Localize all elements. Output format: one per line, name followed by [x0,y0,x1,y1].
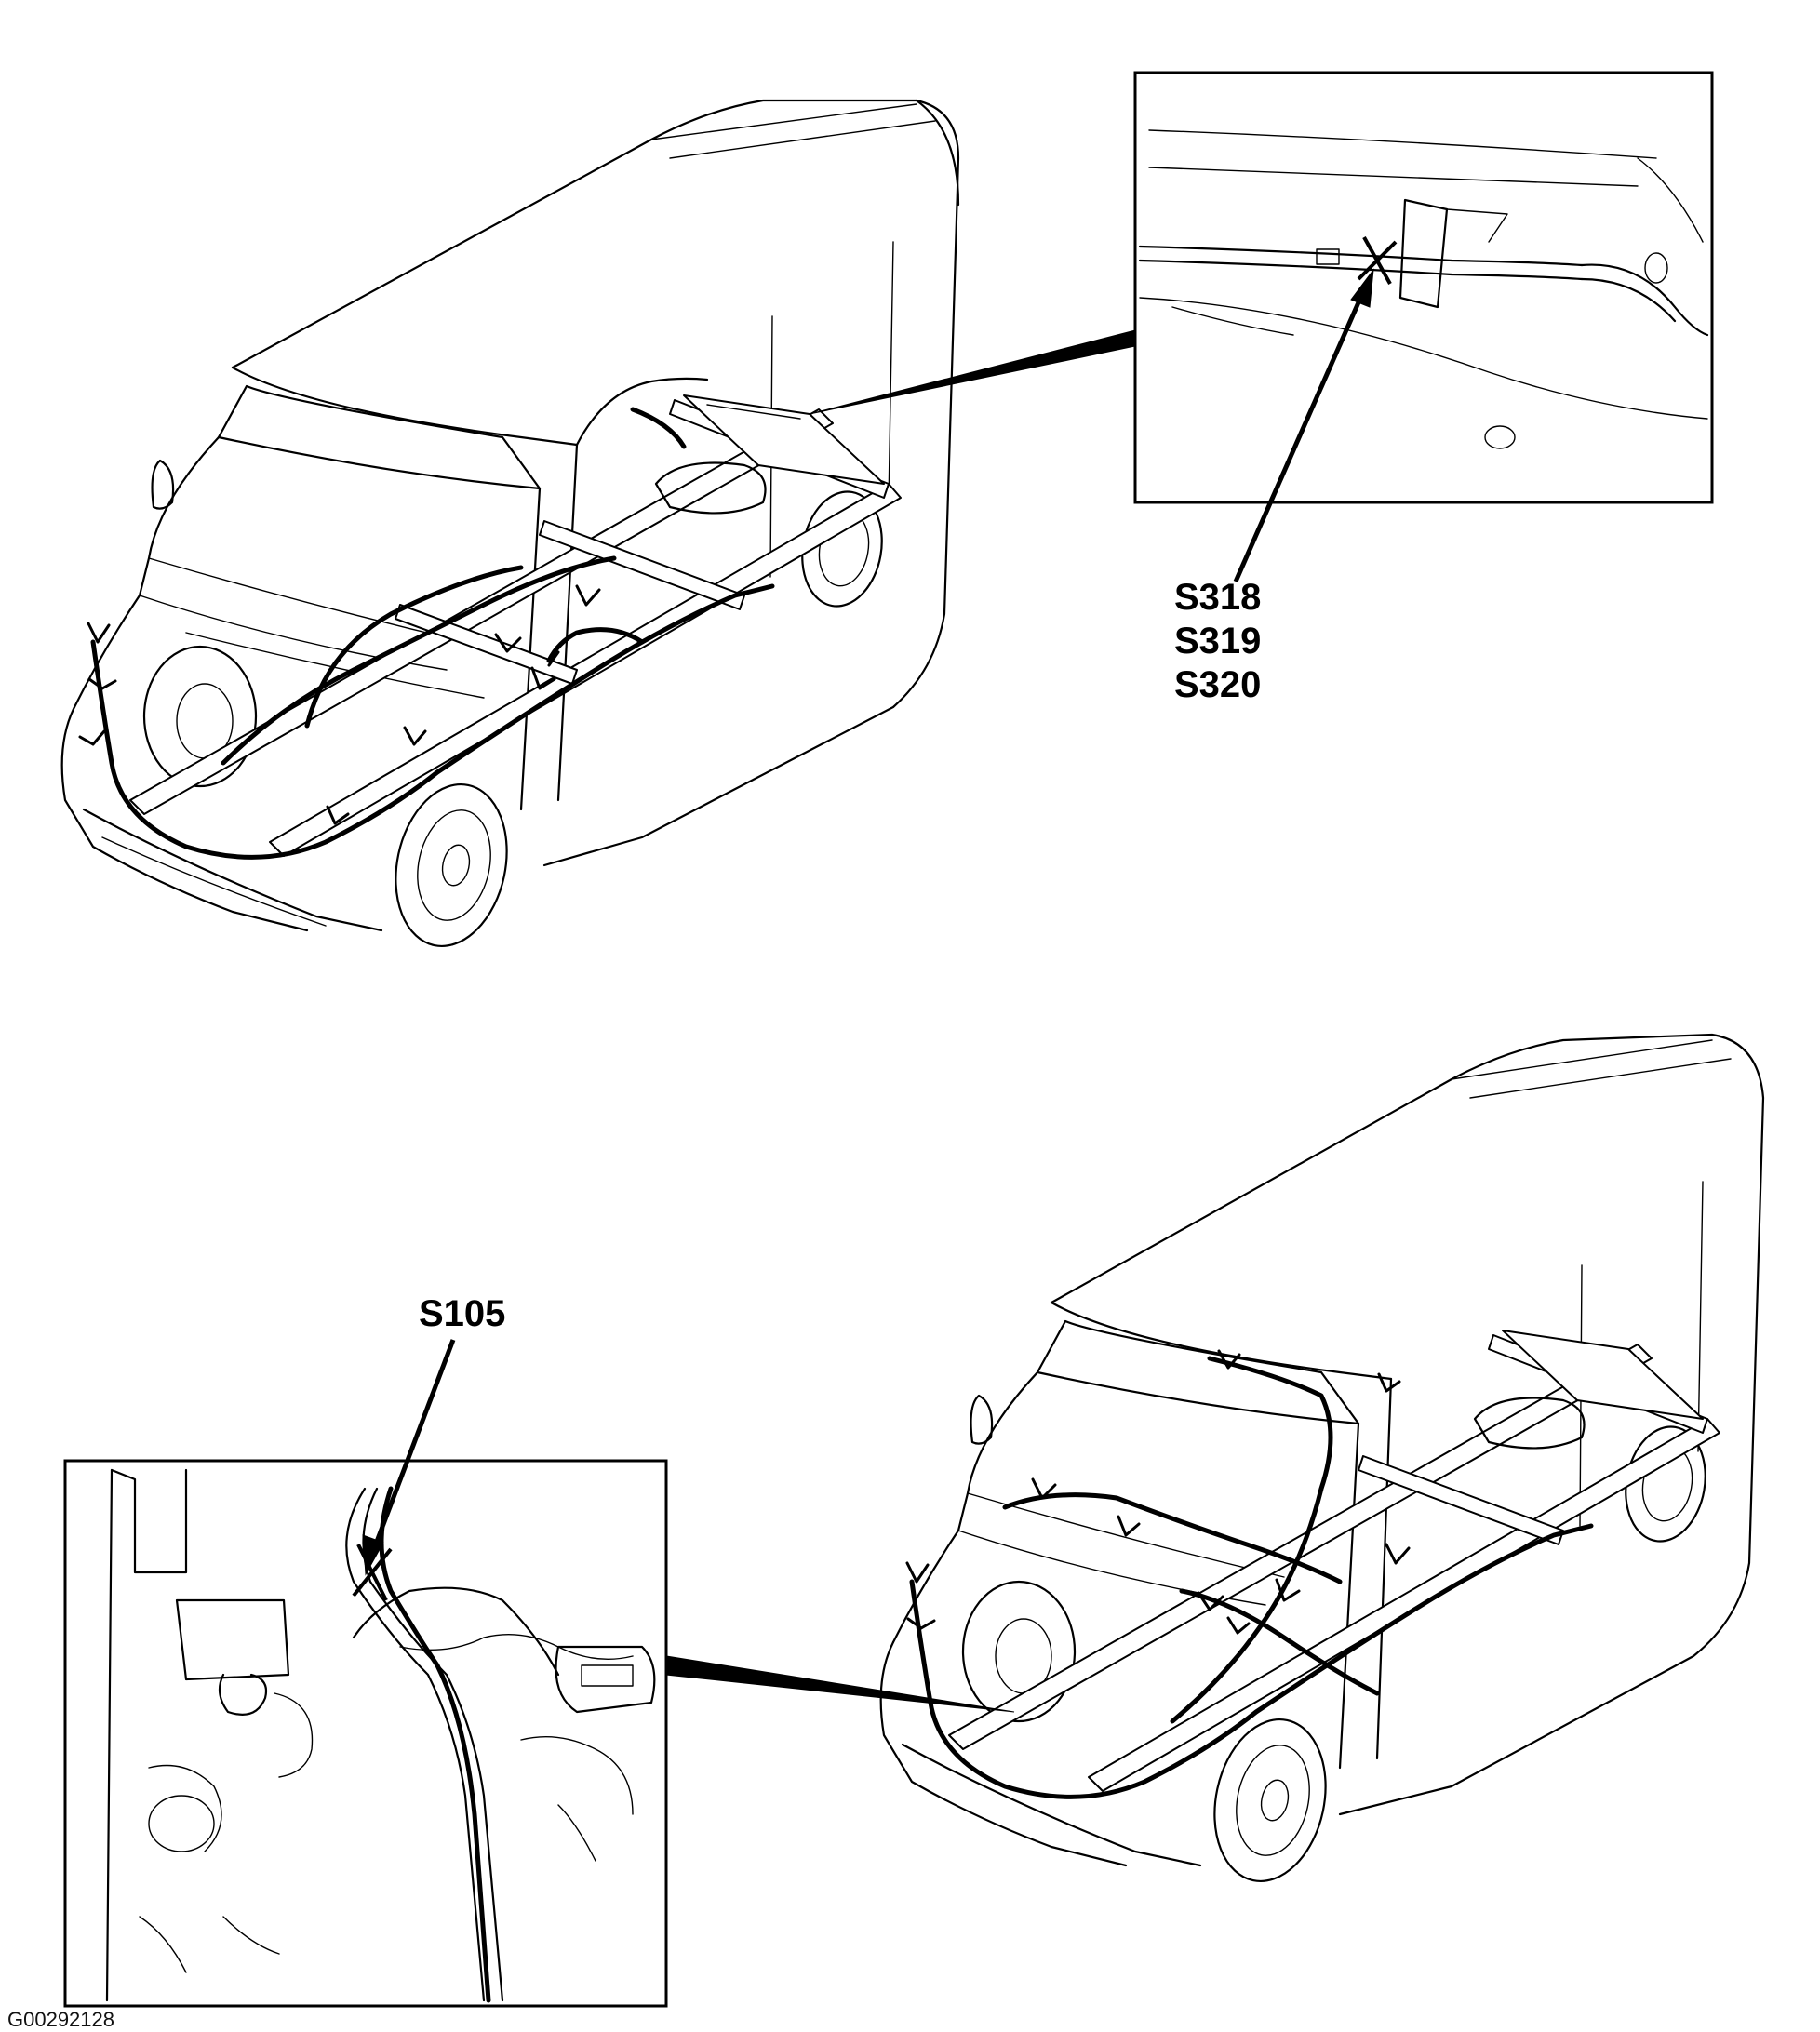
top-inset-detail [1133,71,1714,583]
bottom-van-illustration [665,1033,1765,1883]
splice-label-s319: S319 [1174,621,1261,662]
top-van-illustration [60,99,1136,948]
splice-label-s318: S318 [1174,577,1261,618]
bottom-inset-detail [63,1339,668,2008]
splice-label-s105: S105 [419,1293,505,1334]
figure-id: G00292128 [7,2008,114,2031]
splice-label-s320: S320 [1174,664,1261,705]
top-splice-callout: S318 S319 S320 [1174,577,1261,705]
